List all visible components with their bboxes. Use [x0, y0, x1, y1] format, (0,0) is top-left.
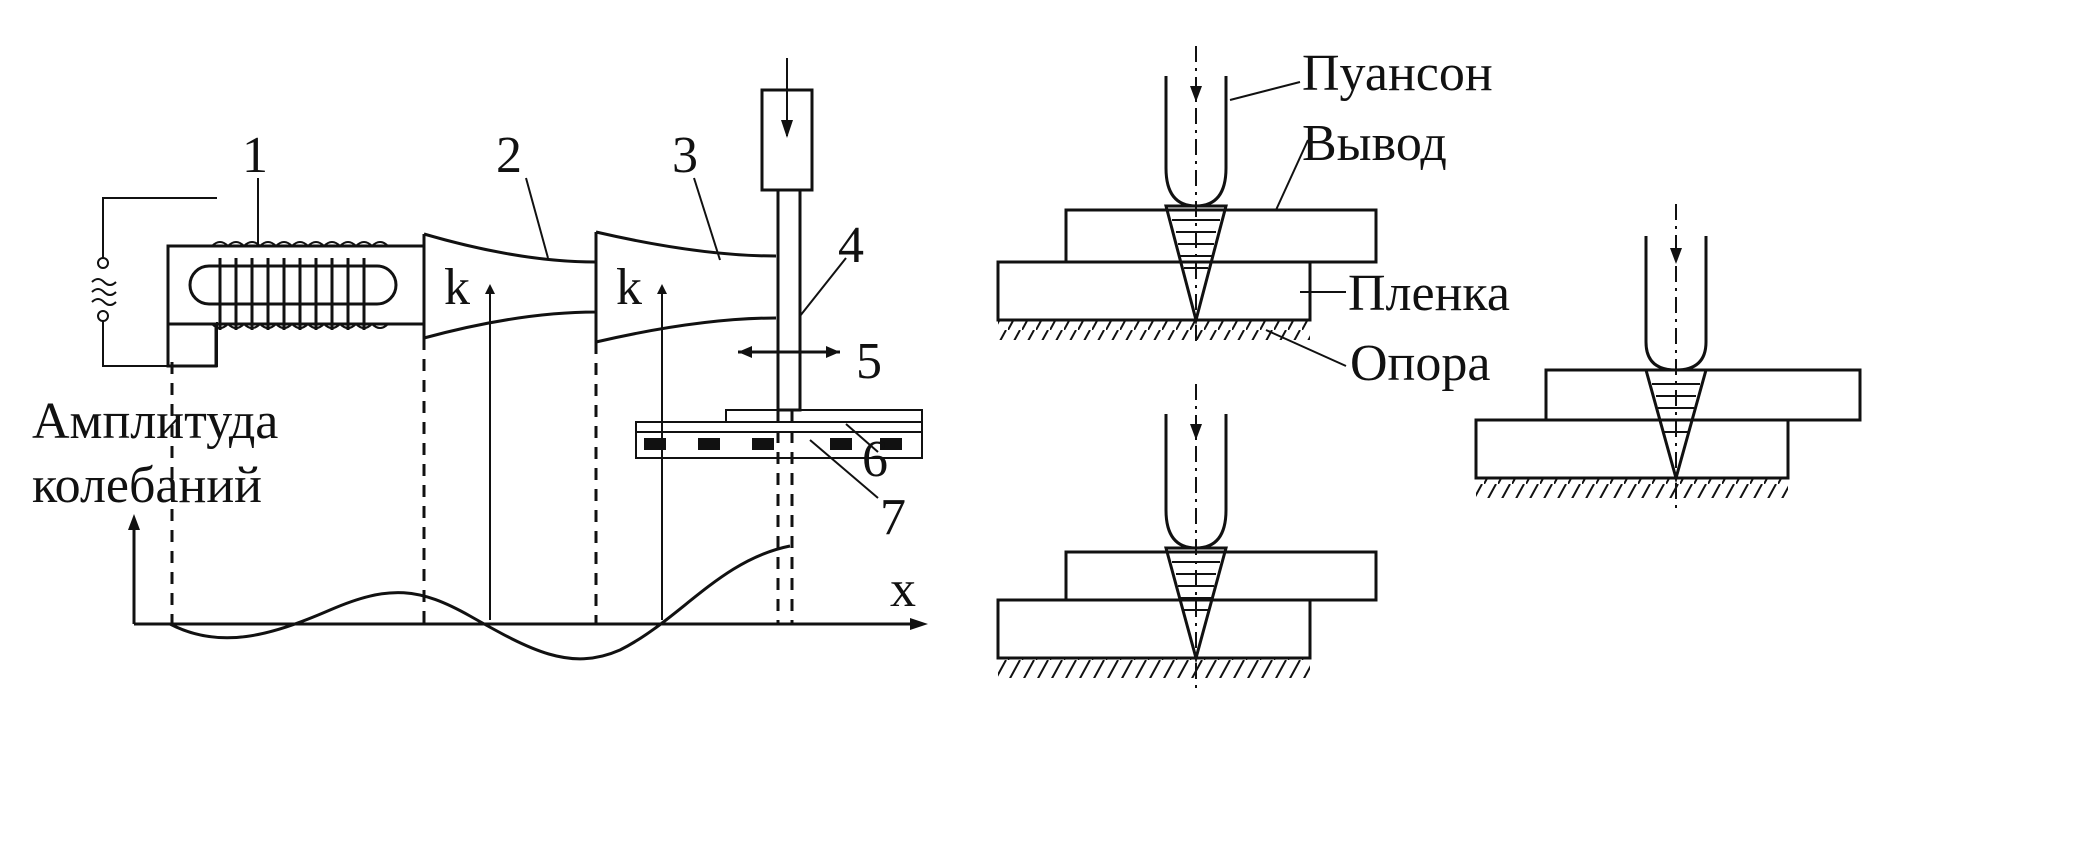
bond-detail-top — [996, 46, 1378, 367]
label-film: Пленка — [1348, 265, 1510, 322]
label-2: 2 — [496, 127, 522, 184]
vibration-arrow-icon — [738, 346, 840, 358]
bond-detail-bottom — [996, 384, 1378, 690]
transducer-core — [166, 178, 426, 368]
label-5: 5 — [856, 333, 882, 390]
label-x-axis: x — [890, 561, 916, 618]
horn-3 — [594, 177, 777, 620]
label-4: 4 — [838, 217, 864, 274]
winding-coil — [211, 241, 389, 330]
label-k1: k — [444, 259, 470, 316]
label-7: 7 — [880, 489, 906, 546]
label-3: 3 — [672, 127, 698, 184]
amplitude-label-line2: колебаний — [32, 457, 262, 514]
amplitude-label-line1: Амплитуда — [32, 393, 278, 450]
ac-source-icon — [91, 197, 218, 367]
bonding-tool — [760, 58, 847, 412]
arrow-down-icon — [781, 120, 793, 138]
label-1: 1 — [242, 127, 268, 184]
label-punch: Пуансон — [1302, 45, 1493, 102]
label-lead: Вывод — [1302, 115, 1447, 172]
label-k2: k — [616, 259, 642, 316]
label-support: Опора — [1350, 335, 1490, 392]
horn-2 — [422, 177, 598, 620]
amplitude-graph — [128, 338, 928, 661]
label-6: 6 — [862, 431, 888, 488]
bond-detail-right — [1474, 204, 1862, 508]
transducer-system: 1 k 2 k 3 4 — [32, 58, 928, 661]
